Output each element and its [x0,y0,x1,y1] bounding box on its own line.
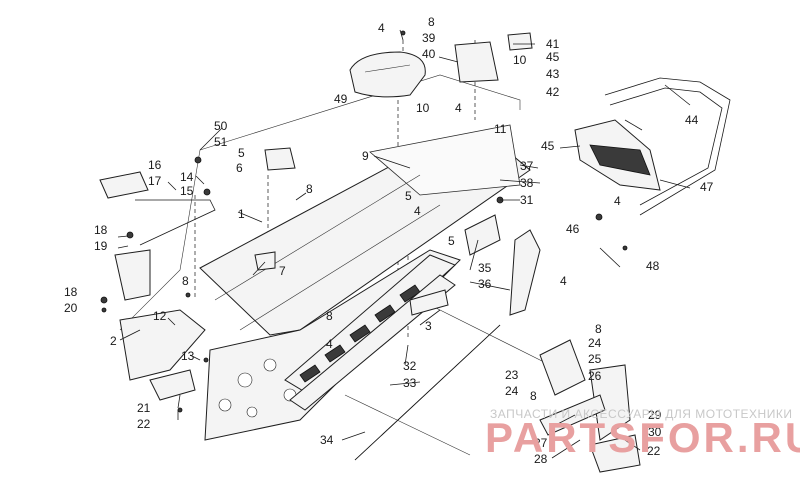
callout-c16: 16 [148,158,162,172]
callout-c4e: 4 [560,274,567,288]
callout-c49: 49 [334,92,348,106]
callout-c9: 9 [362,149,369,163]
callout-c35: 35 [478,261,492,275]
callout-c5c: 5 [448,234,455,248]
callout-c4a: 4 [378,21,385,35]
callout-c37: 37 [520,159,534,173]
callout-c8a: 8 [428,15,435,29]
callout-c22b: 22 [647,444,661,458]
callout-c15: 15 [180,184,194,198]
callout-c51: 51 [214,135,228,149]
callout-c44: 44 [685,113,699,127]
callout-c8f: 8 [530,389,537,403]
callout-c48: 48 [646,259,660,273]
callout-c14: 14 [180,170,194,184]
callout-c3: 3 [425,319,432,333]
callout-c39: 39 [422,31,436,45]
callout-c42: 42 [546,85,560,99]
callout-c40: 40 [422,47,436,61]
tail-flap [574,119,661,191]
callout-c8e: 8 [595,322,602,336]
callout-c26: 26 [588,369,602,383]
callout-c1: 1 [238,207,245,221]
callout-c19: 19 [94,239,108,253]
callout-c8b: 8 [306,182,313,196]
callout-c5b: 5 [405,189,412,203]
callout-c17: 17 [148,174,162,188]
callout-c34: 34 [320,433,334,447]
heat-exchanger [284,254,456,411]
callout-c24b: 24 [505,384,519,398]
callout-c8d: 8 [326,309,333,323]
callout-c10a: 10 [513,53,527,67]
callout-c45b: 45 [541,139,555,153]
callout-c10b: 10 [416,101,430,115]
rear-bumper [604,77,731,216]
callout-c13: 13 [181,349,195,363]
seat-pad [349,51,426,98]
callout-c25: 25 [588,352,602,366]
callout-c11: 11 [494,122,507,136]
watermark: ЗАПЧАСТИ И АКСЕССУАРЫ ДЛЯ МОТОТЕХНИКИ PA… [485,407,800,461]
callout-c4d: 4 [326,337,333,351]
fasteners [100,30,628,413]
callout-c8c: 8 [182,274,189,288]
callout-c2: 2 [110,334,117,348]
callout-c12: 12 [153,309,167,323]
callout-c33: 33 [403,376,417,390]
bracket-top [454,32,533,83]
callout-c6: 6 [236,161,243,175]
callout-c18b: 18 [64,285,78,299]
callout-c4c: 4 [414,204,421,218]
leader-lines [117,29,691,459]
callout-c5a: 5 [238,146,245,160]
callout-c4b: 4 [455,101,462,115]
front-parts [99,147,296,401]
callout-c23: 23 [505,368,519,382]
callout-c24a: 24 [588,336,602,350]
callout-c29: 29 [648,408,662,422]
callout-c41: 41 [546,37,560,51]
callout-c32: 32 [403,359,417,373]
callout-c21: 21 [137,401,151,415]
callout-c50: 50 [214,119,228,133]
callout-c27: 27 [534,436,548,450]
callout-c46: 46 [566,222,580,236]
callout-c7: 7 [279,264,286,278]
callout-c4f: 4 [614,194,621,208]
callout-c43: 43 [546,67,560,81]
callout-c36: 36 [478,277,492,291]
callout-c38: 38 [520,176,534,190]
watermark-brand: PARTSFOR.RU [485,414,800,461]
callout-c18a: 18 [94,223,108,237]
callout-c30: 30 [648,425,662,439]
callout-c31: 31 [520,193,534,207]
callout-c28: 28 [534,452,548,466]
callout-labels: 1234444445556788888891010111213141516171… [64,15,714,466]
callout-c22a: 22 [137,417,151,431]
callout-c45a: 45 [546,50,560,64]
watermark-caption: ЗАПЧАСТИ И АКСЕССУАРЫ ДЛЯ МОТОТЕХНИКИ [490,407,792,421]
callout-c20: 20 [64,301,78,315]
callout-c47: 47 [700,180,714,194]
